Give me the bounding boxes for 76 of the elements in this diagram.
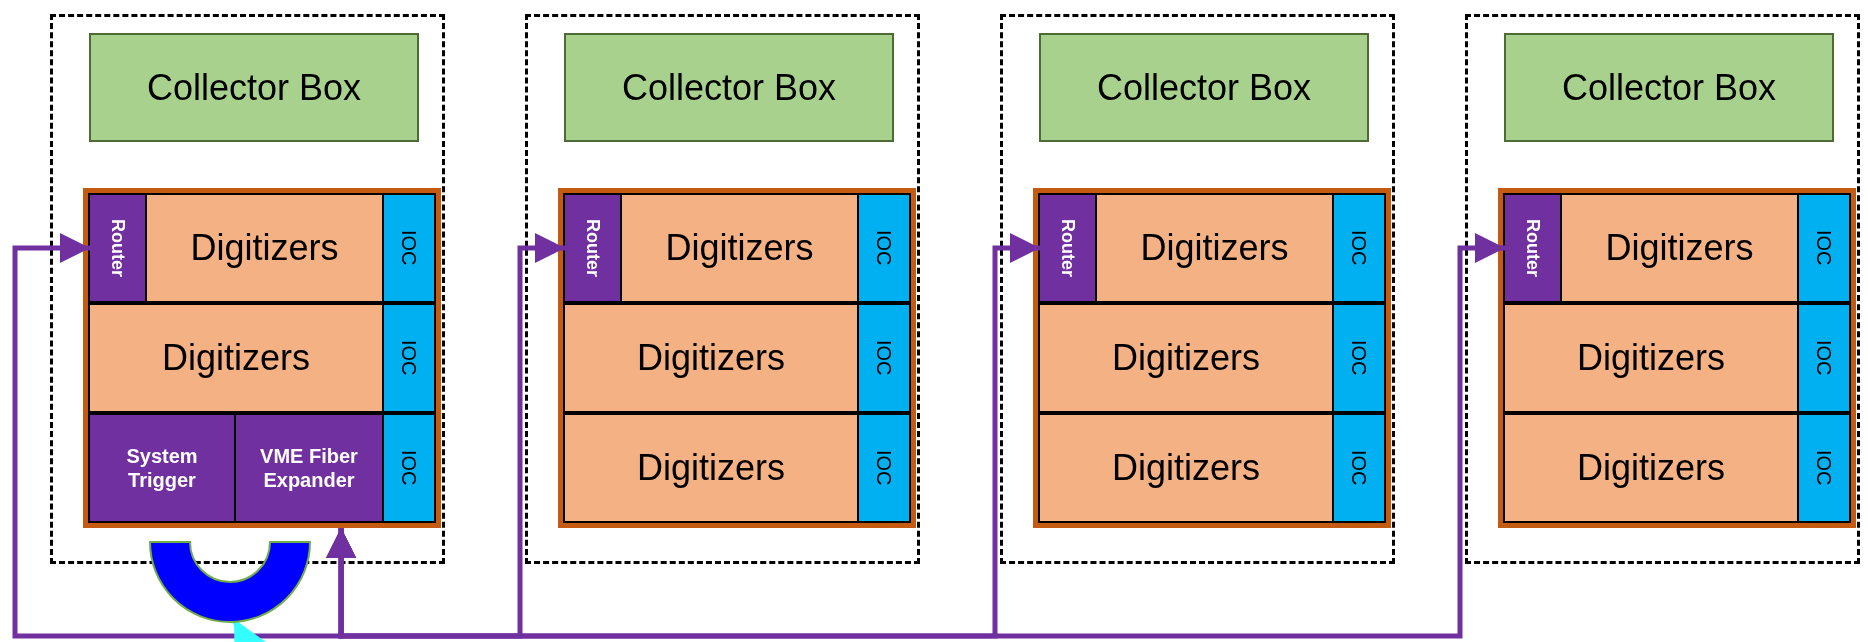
rack-outline	[525, 14, 920, 564]
digitizer-module	[1505, 415, 1797, 521]
fiber-arc	[148, 541, 312, 625]
crate-box	[558, 188, 916, 528]
module-label: VME Fiber Expander	[259, 444, 359, 492]
module-label: Collector Box	[1096, 66, 1312, 109]
module-label: Digitizers	[1112, 447, 1260, 489]
module-label: Collector Box	[146, 66, 362, 109]
digitizer-module	[147, 195, 382, 301]
digitizer-module	[1040, 415, 1332, 521]
module-label: IOC	[397, 450, 421, 486]
module-label: IOC	[1347, 450, 1371, 486]
module-label: IOC	[1812, 450, 1836, 486]
module-label: Digitizers	[1577, 337, 1725, 379]
ioc-module	[859, 305, 909, 411]
crate-box	[83, 188, 441, 528]
rack-outline	[50, 14, 445, 564]
ioc-module	[1334, 305, 1384, 411]
module-label: IOC	[872, 340, 896, 376]
module-label: IOC	[1812, 340, 1836, 376]
module-label: Digitizers	[637, 337, 785, 379]
rack-outline	[1465, 14, 1860, 564]
collector-box	[89, 33, 419, 142]
module-label: IOC	[397, 340, 421, 376]
module-label: Collector Box	[621, 66, 837, 109]
router-module	[1505, 195, 1560, 301]
module-label: System Trigger	[125, 444, 199, 492]
fiber-expander-module	[236, 415, 382, 521]
module-label: IOC	[397, 230, 421, 266]
router-module	[90, 195, 145, 301]
arrow	[326, 233, 1505, 639]
rack-outline	[1000, 14, 1395, 564]
module-label: Digitizers	[1112, 337, 1260, 379]
module-label: Router	[1522, 219, 1543, 277]
digitizer-module	[622, 195, 857, 301]
digitizer-module	[565, 305, 857, 411]
ioc-module	[859, 195, 909, 301]
ioc-module	[1799, 415, 1849, 521]
module-label: IOC	[872, 450, 896, 486]
module-label: Digitizers	[665, 227, 814, 269]
module-label: IOC	[1812, 230, 1836, 266]
crate-box	[1033, 188, 1391, 528]
router-module	[565, 195, 620, 301]
collector-box	[1039, 33, 1369, 142]
module-label: Digitizers	[1140, 227, 1289, 269]
router-module	[1040, 195, 1095, 301]
digitizer-module	[1097, 195, 1332, 301]
collector-box	[564, 33, 894, 142]
module-label: Digitizers	[1577, 447, 1725, 489]
module-label: IOC	[872, 230, 896, 266]
ioc-module	[384, 305, 434, 411]
ioc-module	[1799, 305, 1849, 411]
digitizer-module	[1040, 305, 1332, 411]
ioc-module	[1799, 195, 1849, 301]
collector-box	[1504, 33, 1834, 142]
module-label: Digitizers	[190, 227, 339, 269]
digitizer-module	[1505, 305, 1797, 411]
digitizer-module	[565, 415, 857, 521]
crate-box	[1498, 188, 1856, 528]
module-label: Collector Box	[1561, 66, 1777, 109]
module-label: IOC	[1347, 340, 1371, 376]
digitizer-module	[1562, 195, 1797, 301]
ioc-module	[859, 415, 909, 521]
digitizer-module	[90, 305, 382, 411]
module-label: Digitizers	[1605, 227, 1754, 269]
module-label: Digitizers	[637, 447, 785, 489]
ioc-module	[384, 415, 434, 521]
ioc-module	[384, 195, 434, 301]
ioc-module	[1334, 415, 1384, 521]
trigger-module	[90, 415, 234, 521]
module-label: Router	[107, 219, 128, 277]
module-label: Router	[582, 219, 603, 277]
module-label: Router	[1057, 219, 1078, 277]
ioc-module	[1334, 195, 1384, 301]
module-label: IOC	[1347, 230, 1371, 266]
module-label: Digitizers	[162, 337, 310, 379]
